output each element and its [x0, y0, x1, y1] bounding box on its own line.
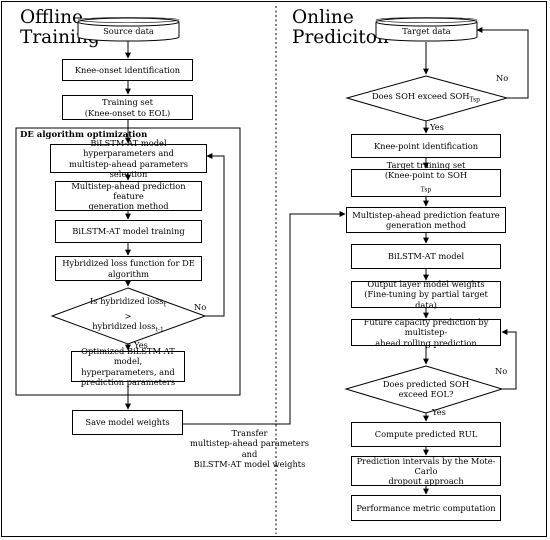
knee-point-box: Knee-point identification — [351, 134, 501, 158]
future-capacity-prediction-box: Future capacity prediction by multistep-… — [351, 317, 501, 348]
prediction-intervals-box: Prediction intervals by the Mote-Carlo d… — [351, 456, 501, 486]
de-optimization-title: DE algorithm optimization — [20, 130, 148, 140]
performance-metric-box: Performance metric computation — [351, 495, 501, 521]
output-layer-weights-box: Output layer model weights (Fine-tuning … — [351, 279, 501, 310]
loss-decision-no-label: No — [194, 302, 207, 312]
loss-decision-diamond — [50, 287, 207, 345]
source-data-cylinder: Source data — [77, 17, 180, 42]
eol-decision-text: Does predicted SOH exceed EOL? — [382, 378, 470, 399]
online-prediction-title: Online Prediciton — [292, 7, 389, 48]
soh-threshold-decision-text: Does SOH exceed SOHTsp — [371, 90, 481, 104]
soh-threshold-yes-label: Yes — [430, 122, 444, 132]
training-set-box: Training set (Knee-onset to EOL) — [62, 95, 193, 120]
hyperparameter-selection-box: BiLSTM-AT model hyperparameters and mult… — [50, 138, 207, 179]
source-data-label: Source data — [103, 26, 154, 36]
feature-generation-box: Multistep-ahead prediction feature gener… — [55, 181, 202, 211]
save-model-weights-box: Save model weights — [72, 410, 183, 435]
eol-decision-no-label: No — [495, 366, 508, 376]
loss-decision-text: Is hybridized losst > hybridized losst-1 — [90, 295, 166, 334]
eol-decision-yes-label: Yes — [432, 407, 446, 417]
optimized-model-box: Optimized BiLSTM-AT model, hyperparamete… — [71, 346, 185, 387]
transfer-label: Transfer multistep-ahead parameters and … — [190, 428, 309, 469]
target-data-cylinder: Target data — [375, 17, 478, 42]
bilstm-at-model-box: BiLSTM-AT model — [351, 244, 501, 269]
compute-rul-box: Compute predicted RUL — [351, 422, 501, 447]
loss-decision-yes-label: Yes — [134, 340, 148, 350]
target-data-label: Target data — [402, 26, 451, 36]
hybridized-loss-box: Hybridized loss function for DE algorith… — [55, 256, 202, 281]
online-feature-generation-box: Multistep-ahead prediction feature gener… — [346, 207, 506, 233]
soh-threshold-no-label: No — [496, 73, 509, 83]
knee-onset-box: Knee-onset identification — [62, 59, 193, 81]
model-training-box: BiLSTM-AT model training — [55, 220, 202, 243]
database-icon — [77, 17, 180, 42]
database-icon — [375, 17, 478, 42]
